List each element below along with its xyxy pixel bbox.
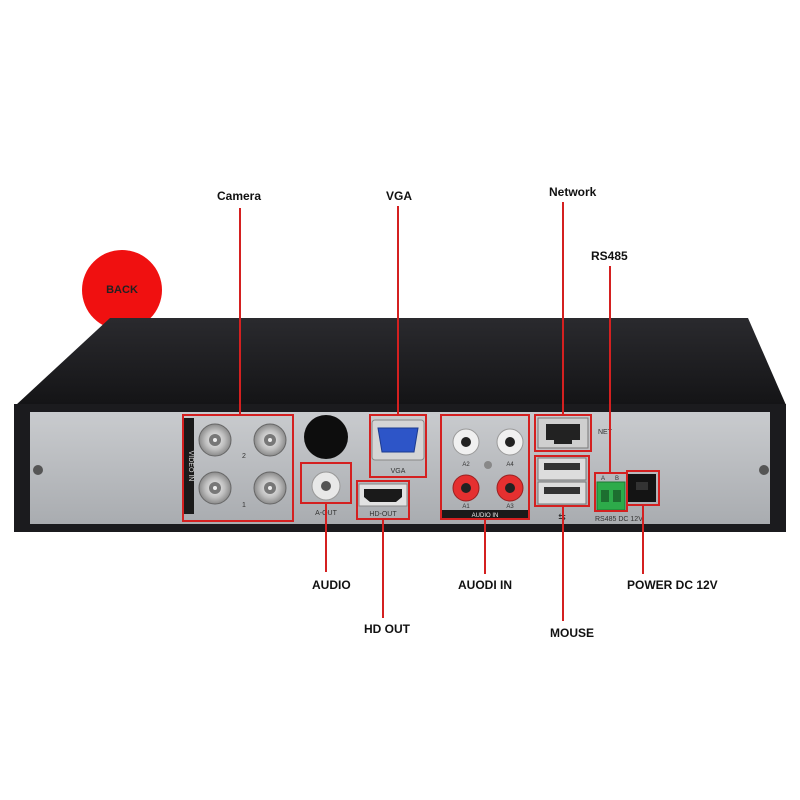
- power-label: POWER DC 12V: [627, 578, 718, 592]
- hdmi-port: [364, 489, 402, 502]
- vga-box: [369, 414, 427, 478]
- hd-out-box: [356, 480, 410, 520]
- camera-label: Camera: [217, 189, 262, 203]
- rs485-box: [594, 472, 628, 512]
- print-ch1: 1: [242, 502, 246, 509]
- rs485-leader: [609, 266, 611, 474]
- audio-in-leader: [484, 520, 486, 574]
- camera-box: [182, 414, 294, 522]
- mouse-leader: [562, 507, 564, 621]
- audio-in-label: AUODI IN: [458, 578, 512, 592]
- audio-in-strip: [442, 510, 528, 519]
- audio-in-box: [440, 414, 530, 520]
- vga-leader: [397, 206, 399, 416]
- print-ch2: 2: [242, 453, 246, 460]
- print-vga: VGA: [391, 468, 406, 475]
- hd-out-label: HD OUT: [364, 622, 410, 636]
- print-rs485-dc: RS485 DC 12V: [595, 516, 643, 523]
- camera-leader: [239, 208, 241, 416]
- print-a2: A2: [462, 462, 470, 468]
- screw-left: [33, 465, 43, 475]
- mouse-label: MOUSE: [550, 626, 595, 640]
- power-leader: [642, 506, 644, 574]
- hd-out-leader: [382, 520, 384, 618]
- mouse-box: [534, 455, 590, 507]
- audio-leader: [325, 504, 327, 572]
- screw-right: [759, 465, 769, 475]
- rs485-label: RS485: [591, 249, 628, 263]
- print-audio-in: AUDIO IN: [472, 513, 499, 519]
- print-a3: A3: [506, 504, 514, 510]
- audio-label: AUDIO: [312, 578, 351, 592]
- bnc-connectors: [198, 423, 287, 505]
- print-hd-out: HD-OUT: [369, 511, 397, 518]
- audio-in-jacks: [452, 428, 524, 502]
- video-in-strip: [184, 418, 194, 514]
- network-leader: [562, 202, 564, 416]
- print-video-in: VIDEO IN: [187, 451, 194, 482]
- power-box: [626, 470, 660, 506]
- chassis-top: [16, 318, 786, 405]
- print-a4: A4: [506, 462, 514, 468]
- audio-box: [300, 462, 352, 504]
- print-rs485-a: A: [601, 476, 605, 482]
- back-badge: BACK: [82, 250, 162, 330]
- vga-port: [377, 427, 419, 453]
- network-box: [534, 414, 592, 452]
- network-label: Network: [549, 185, 597, 199]
- print-a1: A1: [462, 504, 470, 510]
- fan-cap: [304, 415, 348, 459]
- vga-label: VGA: [386, 189, 413, 203]
- print-rs485-b: B: [615, 476, 619, 482]
- print-net: NET: [598, 429, 613, 436]
